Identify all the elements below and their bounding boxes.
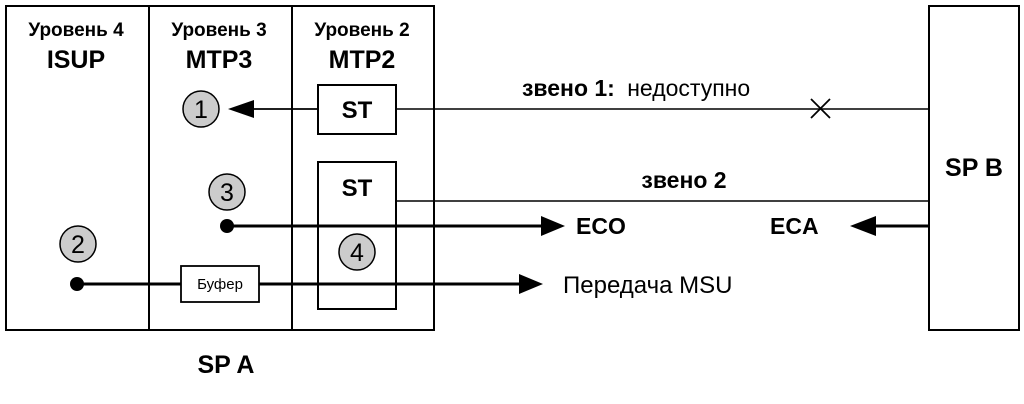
sp-b-label: SP B — [945, 154, 1003, 182]
layer2-subtitle: MTP2 — [329, 46, 396, 74]
link1-name: звено 1: — [522, 75, 615, 101]
link-failure-cross-icon — [810, 98, 831, 119]
st-top-box — [317, 84, 397, 135]
marker-4: 4 — [338, 233, 376, 271]
link2-label: звено 2 — [641, 167, 726, 193]
st-top-label: ST — [342, 97, 373, 124]
eca-arrowhead — [850, 216, 876, 236]
layer3-title: Уровень 3 — [171, 20, 266, 41]
eco-arrowhead — [541, 216, 565, 236]
marker-1: 1 — [182, 90, 220, 128]
layer3-subtitle: MTP3 — [186, 46, 253, 74]
layer4-subtitle: ISUP — [47, 46, 105, 74]
marker-4-label: 4 — [350, 239, 364, 267]
buffer-label: Буфер — [197, 276, 243, 293]
marker-2-label: 2 — [71, 231, 85, 259]
layer4-title: Уровень 4 — [28, 20, 124, 41]
layer4-box — [5, 5, 150, 331]
link1-label: звено 1: недоступно — [522, 75, 750, 101]
layer2-title: Уровень 2 — [314, 20, 409, 41]
msu-arrowhead — [519, 274, 543, 294]
st-to-mtp3-arrowhead — [228, 100, 254, 118]
msu-label: Передача MSU — [563, 272, 732, 299]
eco-label: ECO — [576, 213, 626, 239]
st-bottom-label: ST — [342, 175, 373, 202]
marker-1-label: 1 — [194, 96, 208, 124]
sp-a-label: SP A — [198, 351, 255, 379]
sp-b-box — [928, 5, 1020, 331]
link1-status: недоступно — [627, 75, 750, 101]
eca-label: ECA — [770, 213, 819, 239]
marker-3: 3 — [208, 173, 246, 211]
marker-2: 2 — [59, 225, 97, 263]
buffer-box — [180, 265, 260, 303]
marker-3-label: 3 — [220, 179, 234, 207]
